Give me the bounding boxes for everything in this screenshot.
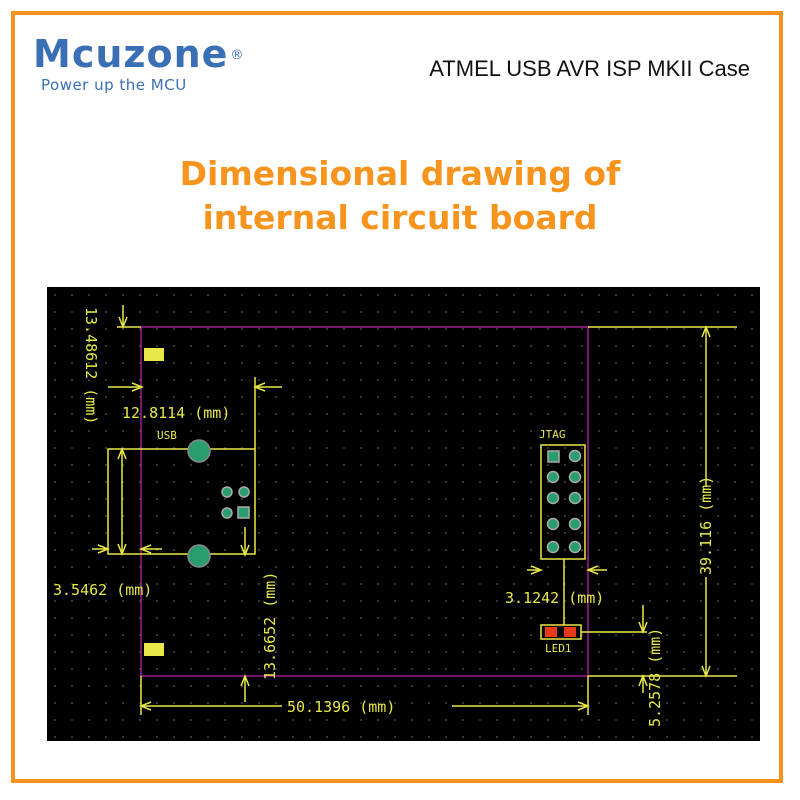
headline-line-1: Dimensional drawing of [179,154,621,193]
headline-line-2: internal circuit board [202,198,598,237]
brand-logo: Mcuzone® Power up the MCU [33,34,244,94]
mount-tab-top [144,348,164,361]
brand-tagline: Power up the MCU [41,76,187,94]
usb-label: USB [157,429,177,442]
orange-frame [11,11,783,783]
brand-name: Mcuzone® [33,34,244,74]
jtag-pins [546,449,582,554]
pcb-drawing: USB JTAG LED1 [47,287,760,741]
dim-usb-bottom-vertical: 13.6652 (mm) [261,572,279,680]
board-outline [140,326,589,677]
pcb-svg: USB JTAG LED1 [47,287,760,741]
dim-usb-offset: 3.5462 (mm) [53,581,152,599]
dim-jtag-led: 3.1242 (mm) [505,589,604,607]
led-label: LED1 [545,642,572,655]
usb-connector-outline [107,448,256,555]
usb-mount-pad-top [187,439,211,463]
dim-board-width: 50.1396 (mm) [287,698,395,716]
dim-usb-width: 12.8114 (mm) [122,404,230,422]
page-headline: Dimensional drawing of internal circuit … [0,152,800,240]
led-pad-right [564,627,576,637]
dim-board-height: 39.116 (mm) [697,476,715,575]
grid-dots [47,287,760,741]
usb-mount-pad-bottom [187,544,211,568]
led-pad-left [545,627,557,637]
dim-left-vertical: 13.48612 (mm) [82,307,100,424]
registered-mark: ® [230,48,245,63]
dim-led-vertical: 5.2578 (mm) [646,628,664,727]
jtag-header-outline [540,444,586,560]
dimension-lines [92,305,737,715]
usb-signal-pads [221,486,250,519]
brand-name-text: Mcuzone [33,32,229,76]
product-title: ATMEL USB AVR ISP MKII Case [429,56,750,81]
jtag-label: JTAG [539,428,566,441]
mount-tab-bottom [144,643,164,656]
